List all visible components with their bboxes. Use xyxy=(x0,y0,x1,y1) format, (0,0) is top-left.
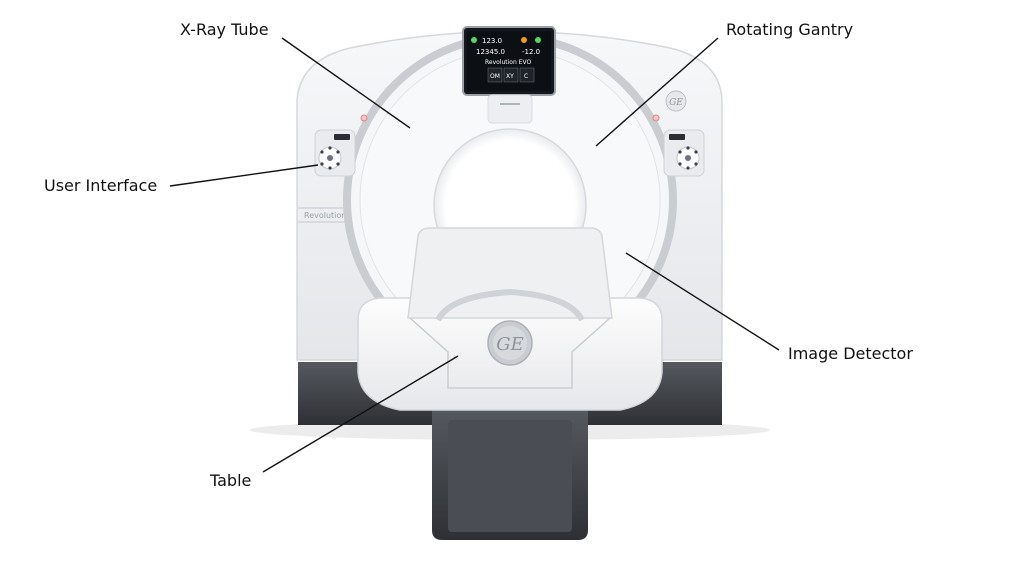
label-image-detector: Image Detector xyxy=(788,344,913,363)
right-emergency-stop-icon xyxy=(652,114,660,122)
ge-logo-gantry: GE xyxy=(665,90,687,112)
gantry-display: 123.0 12345.0 -12.0 Revolution EVO OM XY… xyxy=(462,26,556,96)
display-line2-right: -12.0 xyxy=(522,48,540,56)
ge-logo-table: GE xyxy=(487,320,533,366)
leader-line-rotating-gantry xyxy=(595,37,719,147)
label-user-interface: User Interface xyxy=(44,176,158,195)
display-button-om: OM xyxy=(490,73,500,80)
leader-line-table xyxy=(262,355,459,473)
ok-dot-icon xyxy=(535,37,541,43)
status-dot-icon xyxy=(471,37,477,43)
right-control-keypad xyxy=(663,129,705,177)
display-model: Revolution EVO xyxy=(485,59,531,66)
display-mount xyxy=(487,94,533,124)
leader-line-user-interface xyxy=(169,164,319,187)
table-pedestal-face xyxy=(448,420,572,532)
table-front-panel xyxy=(409,317,611,389)
display-button-c: C xyxy=(524,73,528,80)
warning-dot-icon xyxy=(521,37,527,43)
leader-line-image-detector xyxy=(625,252,780,351)
label-xray-tube: X-Ray Tube xyxy=(180,20,269,39)
ge-logo-text: GE xyxy=(669,98,683,108)
display-button-xy: XY xyxy=(506,73,514,80)
table-top xyxy=(407,227,613,319)
label-rotating-gantry: Rotating Gantry xyxy=(726,20,854,39)
revolution-side-text: Revolution xyxy=(304,211,346,220)
label-table: Table xyxy=(210,471,252,490)
leader-line-xray-tube xyxy=(281,37,411,129)
ge-logo-table-text: GE xyxy=(496,334,524,355)
left-emergency-stop-icon xyxy=(360,114,368,122)
left-control-keypad xyxy=(314,129,356,177)
display-line1-left: 123.0 xyxy=(482,37,502,45)
table-handle xyxy=(435,288,585,322)
display-line2-left: 12345.0 xyxy=(476,48,505,56)
